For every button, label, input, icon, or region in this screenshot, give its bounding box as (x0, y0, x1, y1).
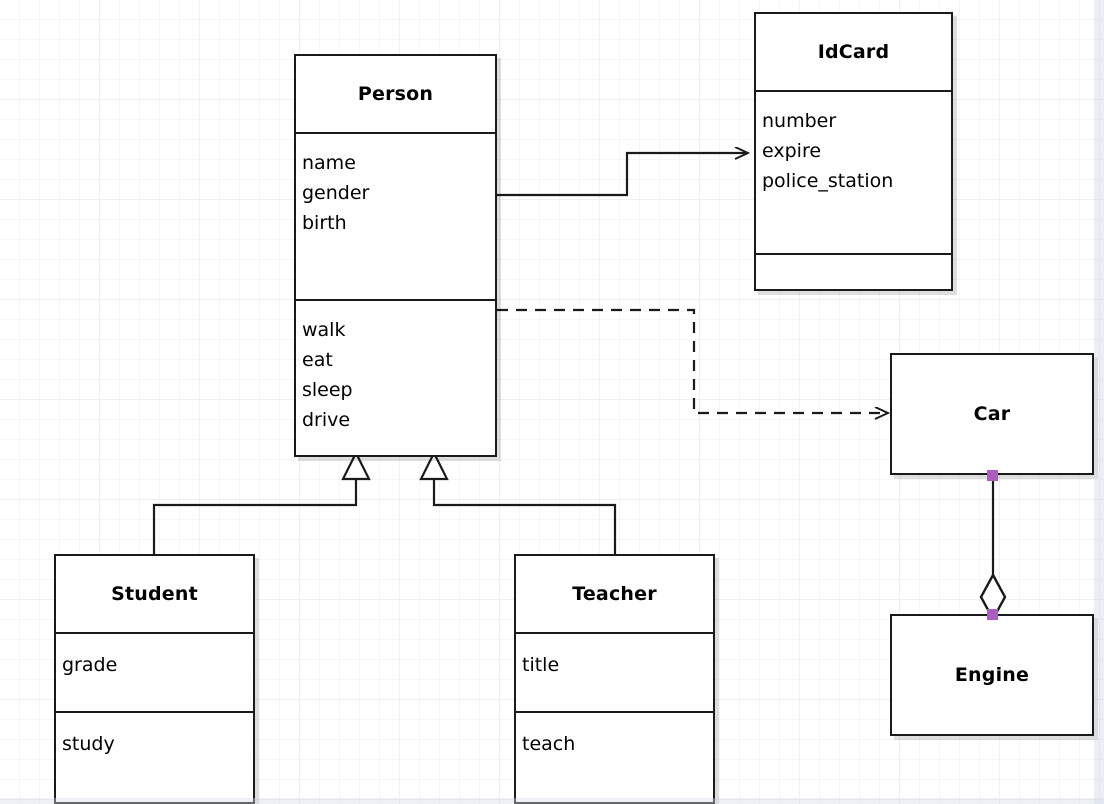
method-row: eat (302, 349, 333, 371)
class-methods-student: study (56, 711, 253, 802)
class-name-person: Person (357, 83, 434, 105)
class-name-student: Student (111, 583, 198, 605)
class-box-car[interactable]: Car (890, 353, 1094, 475)
class-name-car: Car (973, 403, 1011, 425)
method-row: walk (302, 319, 346, 341)
class-attributes-student: grade (56, 632, 253, 711)
method-row: sleep (302, 379, 353, 401)
attribute-row: grade (62, 654, 118, 676)
class-box-engine[interactable]: Engine (890, 614, 1094, 736)
edge-student-person[interactable] (152, 450, 371, 554)
method-row: study (62, 733, 115, 755)
class-name-idcard: IdCard (817, 41, 890, 63)
class-methods-person: walk eat sleep drive (296, 299, 495, 455)
class-box-idcard[interactable]: IdCard number expire police_station (754, 12, 953, 291)
connection-handle-engine-top[interactable] (987, 609, 998, 620)
right-edge-tint (1094, 0, 1104, 804)
method-row: drive (302, 409, 351, 431)
edge-person-idcard[interactable] (497, 153, 748, 197)
class-box-student[interactable]: Student grade study (54, 554, 255, 804)
attribute-row: gender (302, 182, 370, 204)
class-name-teacher: Teacher (572, 583, 657, 605)
class-name-engine: Engine (954, 664, 1030, 686)
attribute-row: expire (762, 140, 822, 162)
edge-car-engine[interactable] (979, 476, 1007, 622)
class-attributes-idcard: number expire police_station (756, 90, 951, 253)
method-row: teach (522, 733, 576, 755)
class-attributes-teacher: title (516, 632, 713, 711)
class-methods-teacher: teach (516, 711, 713, 802)
class-box-person[interactable]: Person name gender birth walk eat sleep … (294, 54, 497, 457)
edge-teacher-person[interactable] (419, 450, 617, 554)
class-methods-idcard (756, 253, 951, 289)
class-attributes-person: name gender birth (296, 132, 495, 299)
connection-handle-car-bottom[interactable] (987, 470, 998, 481)
attribute-row: birth (302, 212, 347, 234)
attribute-row: title (522, 654, 560, 676)
attribute-row: number (762, 110, 837, 132)
edge-person-car[interactable] (497, 308, 888, 413)
class-box-teacher[interactable]: Teacher title teach (514, 554, 715, 804)
attribute-row: police_station (762, 170, 894, 192)
attribute-row: name (302, 152, 356, 174)
